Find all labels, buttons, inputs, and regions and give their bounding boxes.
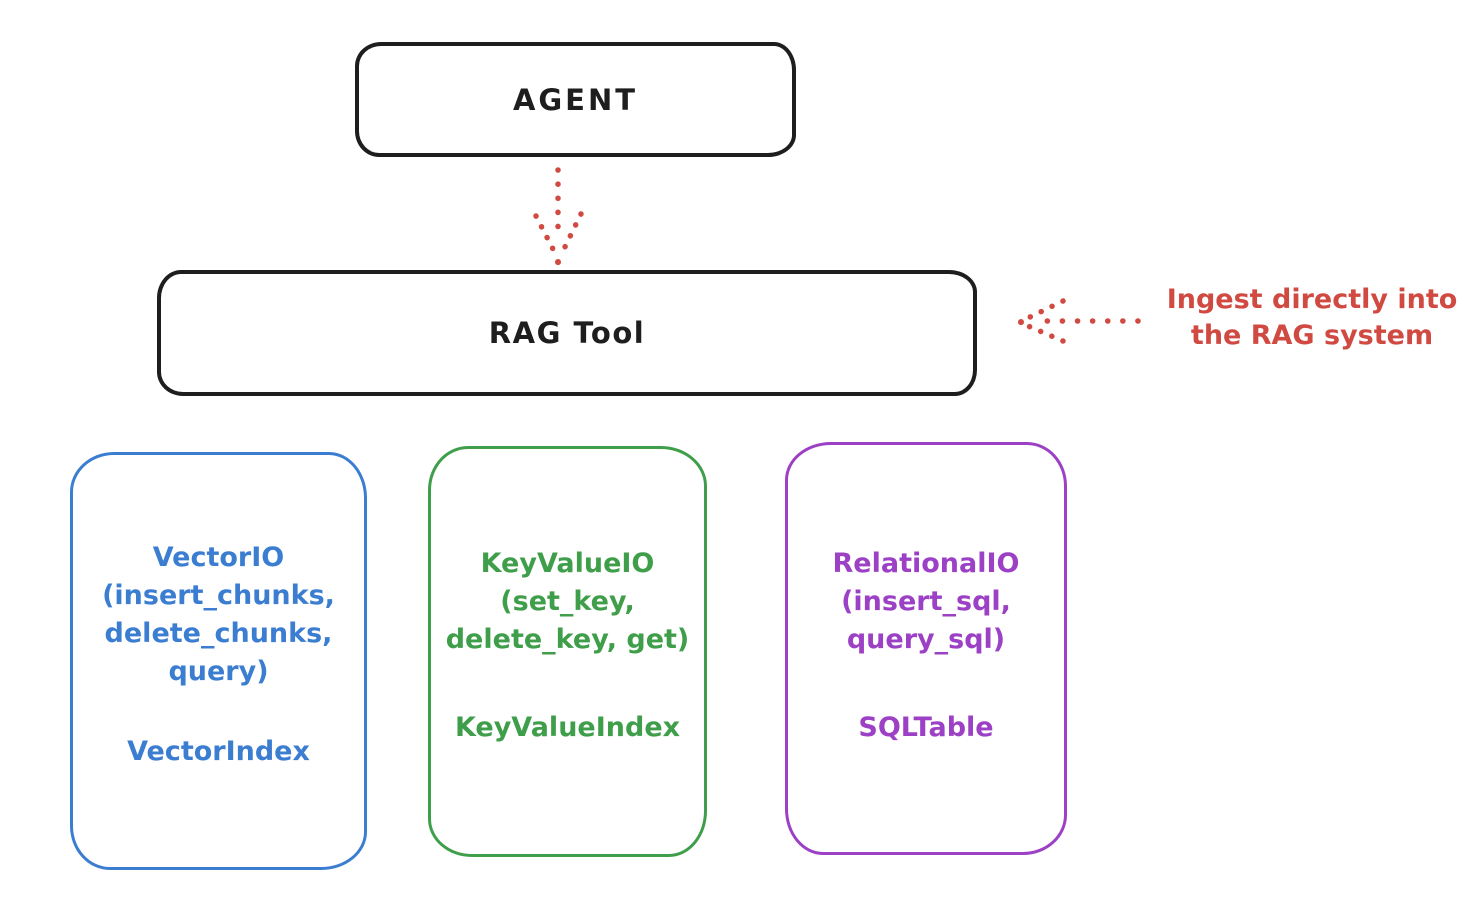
vector-io-node: VectorIO (insert_chunks, delete_chunks, …	[70, 452, 367, 870]
ingest-annotation-line2: the RAG system	[1190, 320, 1434, 351]
keyvalue-io-node: KeyValueIO (set_key, delete_key, get) Ke…	[428, 446, 707, 857]
keyvalue-io-title-line: (set_key,	[500, 586, 635, 617]
rag-tool-node: RAG Tool	[157, 270, 977, 396]
relational-io-node: RelationalIO (insert_sql, query_sql) SQL…	[785, 442, 1067, 855]
keyvalue-io-title-line: delete_key, get)	[445, 624, 690, 655]
ingest-annotation-line1: Ingest directly into	[1166, 284, 1458, 315]
keyvalue-index-label: KeyValueIndex	[454, 712, 681, 743]
keyvalue-io-title-line: KeyValueIO	[480, 548, 655, 579]
relational-io-title-line: RelationalIO	[832, 548, 1020, 579]
agent-label: AGENT	[512, 82, 639, 117]
vector-io-title-line: VectorIO	[152, 542, 285, 573]
agent-to-rag-arrow	[533, 167, 584, 266]
vector-io-title-line: query)	[168, 656, 269, 687]
vector-io-title-line: (insert_chunks,	[102, 580, 335, 611]
agent-node: AGENT	[355, 42, 796, 157]
relational-io-title-line: (insert_sql,	[841, 586, 1011, 617]
ingest-arrow	[1018, 298, 1141, 344]
vector-index-label: VectorIndex	[127, 736, 310, 767]
relational-io-title-line: query_sql)	[846, 624, 1006, 655]
rag-tool-label: RAG Tool	[488, 316, 646, 350]
ingest-annotation: Ingest directly into the RAG system	[1140, 282, 1484, 354]
sql-table-label: SQLTable	[858, 712, 994, 743]
vector-io-title-line: delete_chunks,	[104, 618, 333, 649]
